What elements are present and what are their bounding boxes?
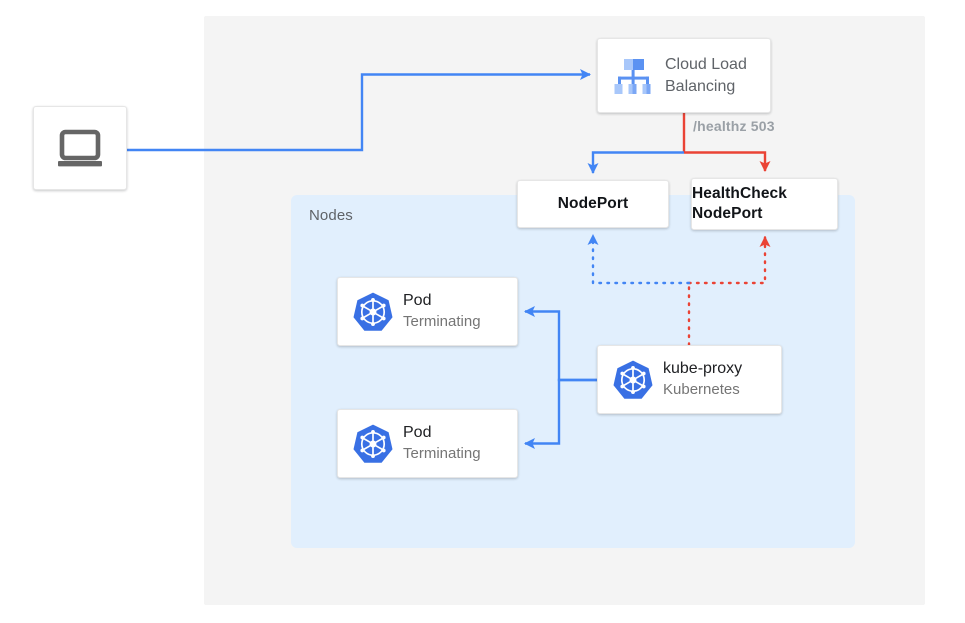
pod-2-title: Pod [403,424,432,442]
cloud-load-balancing-node[interactable]: Cloud Load Balancing [597,38,771,113]
nodes-region-label: Nodes [309,207,353,224]
kubernetes-icon [351,290,395,334]
nodeport-label: NodePort [557,195,629,213]
kubernetes-icon [611,358,655,402]
pod-1-title: Pod [403,292,432,310]
healthcheck-nodeport-label-line1: HealthCheck [692,185,787,203]
pod-2-text: Pod Terminating [403,423,481,463]
client-node[interactable] [33,106,127,190]
pod-1-status: Terminating [403,313,481,331]
healthcheck-nodeport-node[interactable]: HealthCheck NodePort [691,178,838,230]
healthz-edge-label: /healthz 503 [693,118,775,134]
cloud-load-balancing-icon [609,54,657,98]
healthcheck-nodeport-label: HealthCheck NodePort [692,184,837,224]
pod-node-2[interactable]: Pod Terminating [337,409,518,478]
nodeport-node[interactable]: NodePort [517,180,669,228]
pod-node-1[interactable]: Pod Terminating [337,277,518,346]
cloud-load-balancing-label: Cloud Load Balancing [665,54,747,97]
pod-2-status: Terminating [403,445,481,463]
kube-proxy-title: kube-proxy [663,360,743,378]
kube-proxy-text: kube-proxy Kubernetes [663,359,742,399]
pod-1-text: Pod Terminating [403,291,481,331]
healthcheck-nodeport-label-line2: NodePort [692,205,763,222]
laptop-icon [52,120,108,176]
kubernetes-icon [351,422,395,466]
kube-proxy-subtitle: Kubernetes [663,381,740,399]
clb-label-line2: Balancing [665,77,736,95]
kube-proxy-node[interactable]: kube-proxy Kubernetes [597,345,782,414]
clb-label-line1: Cloud Load [665,56,747,74]
